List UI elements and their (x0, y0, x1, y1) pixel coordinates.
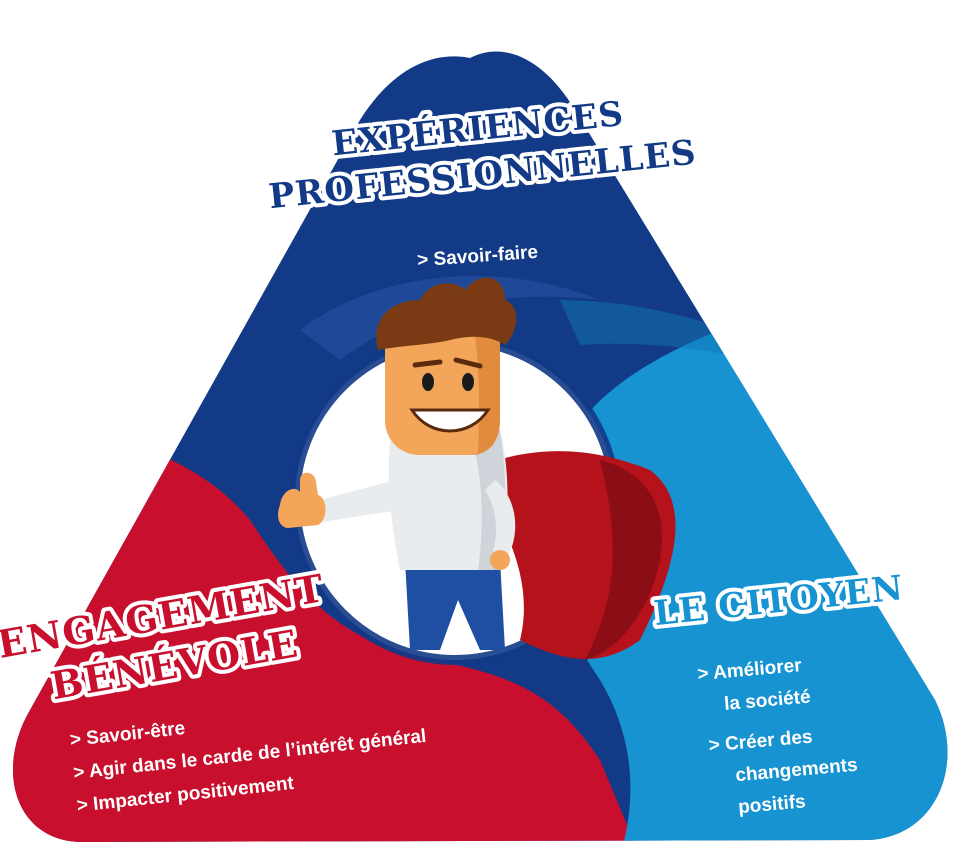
superhero-character-icon (278, 277, 676, 660)
engagement-zone (12, 420, 640, 842)
experiences-title: EXPÉRIENCES PROFESSIONNELLES (263, 89, 703, 221)
